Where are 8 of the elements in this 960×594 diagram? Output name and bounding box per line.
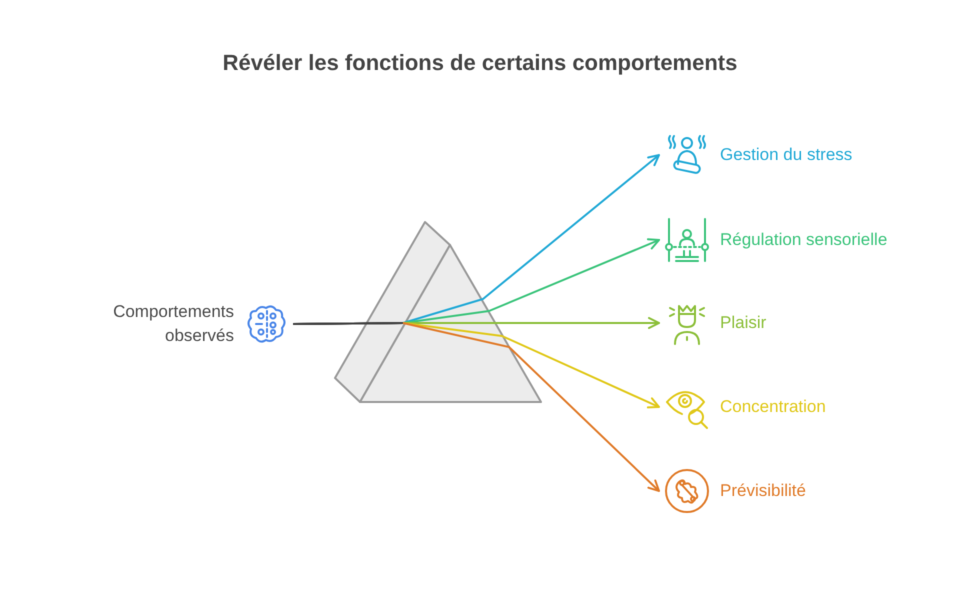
- node-label: Concentration: [720, 396, 826, 418]
- node-label: Prévisibilité: [720, 480, 806, 502]
- node-label: Gestion du stress: [720, 144, 852, 166]
- node-label: Plaisir: [720, 312, 766, 334]
- node-label: Comportements observés: [112, 301, 234, 347]
- node-label: Régulation sensorielle: [720, 229, 888, 251]
- title: Révéler les fonctions de certains comportements: [222, 49, 738, 77]
- arrow: [292, 322, 660, 492]
